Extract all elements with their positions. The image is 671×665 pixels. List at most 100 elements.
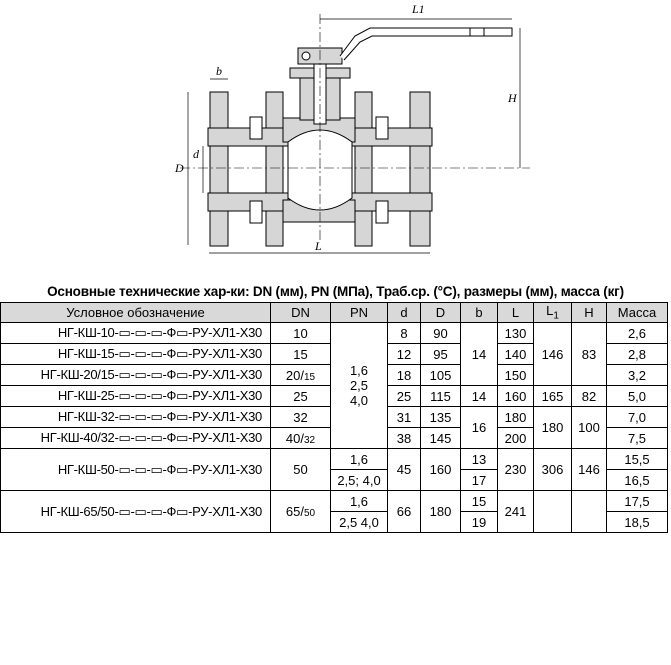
cell-mass: 7,5 — [606, 427, 668, 449]
bolt — [249, 116, 263, 140]
cell-name: НГ-КШ-65/50-▭-▭-▭-Ф▭-РУ-ХЛ1-Х30 — [0, 490, 271, 533]
cell-mass: 18,5 — [606, 511, 668, 533]
handle-grip — [469, 27, 485, 37]
col-L1-sub: 1 — [553, 310, 559, 322]
cell-L: 140 — [497, 343, 534, 365]
cell-name: НГ-КШ-50-▭-▭-▭-Ф▭-РУ-ХЛ1-Х30 — [0, 448, 271, 491]
col-dn: DN — [270, 302, 331, 323]
cell-L1-merged: 180 — [533, 406, 572, 449]
cell-dn: 20/15 — [270, 364, 331, 386]
dn-sub: 50 — [303, 508, 316, 519]
cell-dn: 32 — [270, 406, 331, 428]
cell-D: 180 — [420, 490, 461, 533]
cell-D: 105 — [420, 364, 461, 386]
cell-D: 90 — [420, 322, 461, 344]
cell-name: НГ-КШ-32-▭-▭-▭-Ф▭-РУ-ХЛ1-Х30 — [0, 406, 271, 428]
cell-L1-merged: 146 — [533, 322, 572, 386]
cell-b: 19 — [460, 511, 498, 533]
cell-H-merged: 100 — [571, 406, 607, 449]
pipe-wall — [207, 192, 289, 212]
cell-b: 15 — [460, 490, 498, 512]
cell-mass: 16,5 — [606, 469, 668, 491]
cell-name: НГ-КШ-10-▭-▭-▭-Ф▭-РУ-ХЛ1-Х30 — [0, 322, 271, 344]
cell-d: 31 — [387, 406, 421, 428]
cell-L1: 306 — [533, 448, 572, 491]
left-inner-flange — [265, 91, 284, 247]
cell-dn: 65/50 — [270, 490, 331, 533]
bolt — [249, 200, 263, 224]
cell-pn: 2,5; 4,0 — [330, 469, 388, 491]
cell-dn: 25 — [270, 385, 331, 407]
cell-mass: 3,2 — [606, 364, 668, 386]
cell-mass: 15,5 — [606, 448, 668, 470]
header-row: Условное обозначение DN PN d D b L L1 H … — [0, 302, 668, 323]
pn-value: 4,0 — [349, 393, 369, 408]
table-subrow: 2,5 4,0 19 18,5 — [1, 511, 668, 533]
pipe-wall — [207, 127, 289, 147]
cell-dn: 50 — [270, 448, 331, 491]
cell-mass: 2,8 — [606, 343, 668, 365]
table-row: НГ-КШ-50-▭-▭-▭-Ф▭-РУ-ХЛ1-Х30 50 1,6 45 1… — [0, 448, 668, 491]
cell-dn: 15 — [270, 343, 331, 365]
dim-label-b: b — [216, 64, 222, 78]
cell-dn: 40/32 — [270, 427, 331, 449]
col-H: H — [571, 302, 607, 323]
col-L1: L1 — [533, 302, 572, 323]
col-pn: PN — [330, 302, 388, 323]
cell-b-merged: 16 — [460, 406, 498, 449]
cell-d: 8 — [387, 322, 421, 344]
col-D: D — [420, 302, 461, 323]
cell-D: 115 — [420, 385, 461, 407]
cell-pn: 2,5 4,0 — [330, 511, 388, 533]
cell-pn: 1,6 — [330, 490, 388, 512]
right-inner-flange — [354, 91, 373, 247]
dim-label-L1: L1 — [411, 2, 425, 16]
col-d: d — [387, 302, 421, 323]
cell-mass: 5,0 — [606, 385, 668, 407]
cell-pn: 1,6 — [330, 448, 388, 470]
handle-bolt — [301, 51, 311, 61]
handle — [339, 27, 513, 61]
pipe-wall — [349, 192, 433, 212]
cell-mass: 2,6 — [606, 322, 668, 344]
cell-b: 17 — [460, 469, 498, 491]
cell-D: 135 — [420, 406, 461, 428]
dn-sub: 32 — [303, 434, 316, 446]
cell-H-merged: 83 — [571, 322, 607, 386]
dim-label-d: d — [193, 147, 200, 161]
cell-d: 38 — [387, 427, 421, 449]
cell-L: 180 — [497, 406, 534, 428]
cell-b-merged: 14 — [460, 322, 498, 386]
dim-label-D: D — [174, 161, 184, 175]
cell-mass: 7,0 — [606, 406, 668, 428]
dimension-lines — [187, 18, 521, 254]
cell-L: 160 — [497, 385, 534, 407]
pn-value: 1,6 — [349, 363, 369, 378]
cell-D: 95 — [420, 343, 461, 365]
ball-valve-drawing: L1 H b D d L — [174, 2, 530, 254]
cell-d: 18 — [387, 364, 421, 386]
dn-main: 40/ — [285, 430, 304, 446]
cell-b: 14 — [460, 385, 498, 407]
bolt — [375, 200, 389, 224]
dn-main: 65/ — [285, 504, 304, 519]
col-L1-label: L — [546, 303, 554, 319]
cell-dn: 10 — [270, 322, 331, 344]
cell-H: 82 — [571, 385, 607, 407]
col-b: b — [460, 302, 498, 323]
cell-L1 — [533, 490, 572, 533]
cell-d: 12 — [387, 343, 421, 365]
cell-d: 45 — [387, 448, 421, 491]
cell-name: НГ-КШ-40/32-▭-▭-▭-Ф▭-РУ-ХЛ1-Х30 — [0, 427, 271, 449]
cell-b: 13 — [460, 448, 498, 470]
cell-H: 146 — [571, 448, 607, 491]
cell-H — [571, 490, 607, 533]
dn-main: 20/ — [285, 367, 304, 383]
cell-L: 130 — [497, 322, 534, 344]
ball — [287, 129, 353, 211]
cell-L: 230 — [497, 448, 534, 491]
cell-name: НГ-КШ-15-▭-▭-▭-Ф▭-РУ-ХЛ1-Х30 — [0, 343, 271, 365]
pn-value: 2,5 — [349, 378, 369, 393]
dim-label-H: H — [507, 91, 518, 105]
